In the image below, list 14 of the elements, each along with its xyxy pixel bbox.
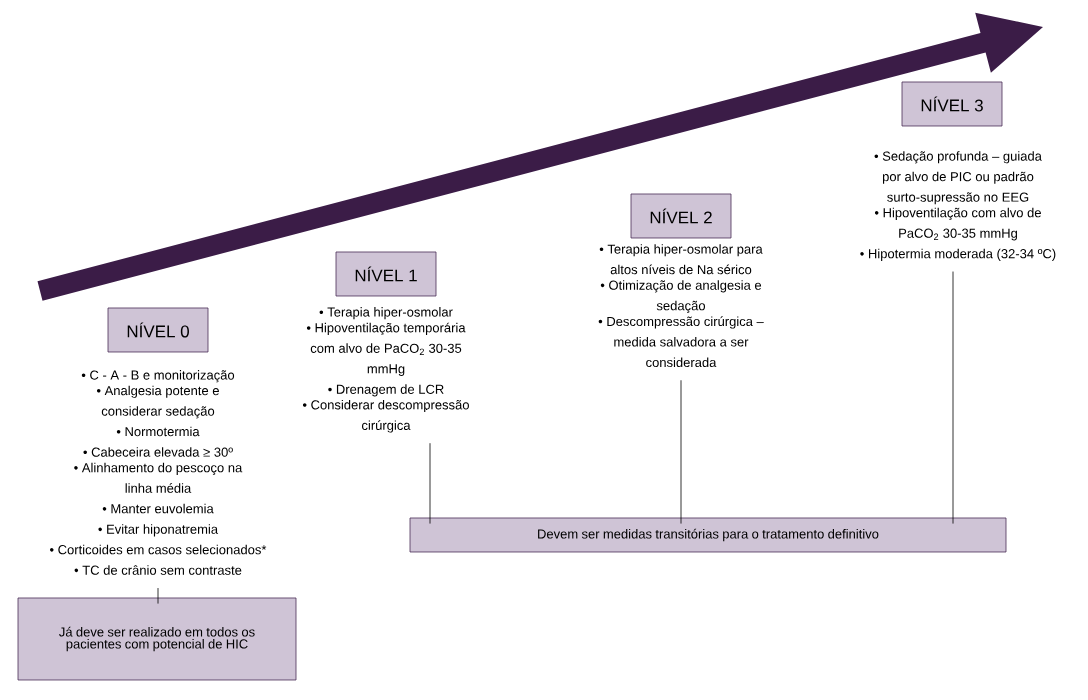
- bullet-list: • Terapia hiper-osmolar • Hipoventilação temporária com alvo de PaCO$_{2}$ 30-35 mmHg • Drenagem de LCR • Considerar descompressão cirúrgica: [302, 307, 469, 433]
- connector-line: [952, 271, 954, 524]
- note-box: Já deve ser realizado em todos os pacientes com potencial de HIC: [17, 597, 297, 681]
- level-box: NÍVEL 1: [335, 251, 437, 297]
- bullet-list: • Terapia hiper-osmolar para altos níveis de Na sérico • Otimização de analgesia e sedação • Descompressão cirúrgica – medida salvadora a ser considerada: [598, 244, 764, 368]
- level-box: NÍVEL 0: [107, 307, 209, 353]
- connector-line: [157, 587, 159, 604]
- level-box: NÍVEL 2: [630, 193, 732, 239]
- bullet-list: • Sedação profunda – guiada por alvo de PIC ou padrão surto-supressão no EEG • Hipoventilação com alvo de PaCO$_{2}$ 30-35 mmHg • Hipotermia moderada (32-34 ºC): [860, 151, 1056, 261]
- connector-line: [429, 442, 431, 524]
- note-box: Devem ser medidas transitórias para o tratamento definitivo: [409, 517, 1007, 553]
- bullet-list: • C - A - B e monitorização • Analgesia potente e considerar sedação • Normotermia • Cabeceira elevada ≥ 30º • Alinhamento do pescoço na linha média • Manter euvolemia • Evitar hiponatremia • Corticoides em casos selecionados* • TC de crânio sem contraste: [50, 370, 267, 575]
- level-box: NÍVEL 3: [901, 81, 1003, 127]
- connector-line: [680, 379, 682, 524]
